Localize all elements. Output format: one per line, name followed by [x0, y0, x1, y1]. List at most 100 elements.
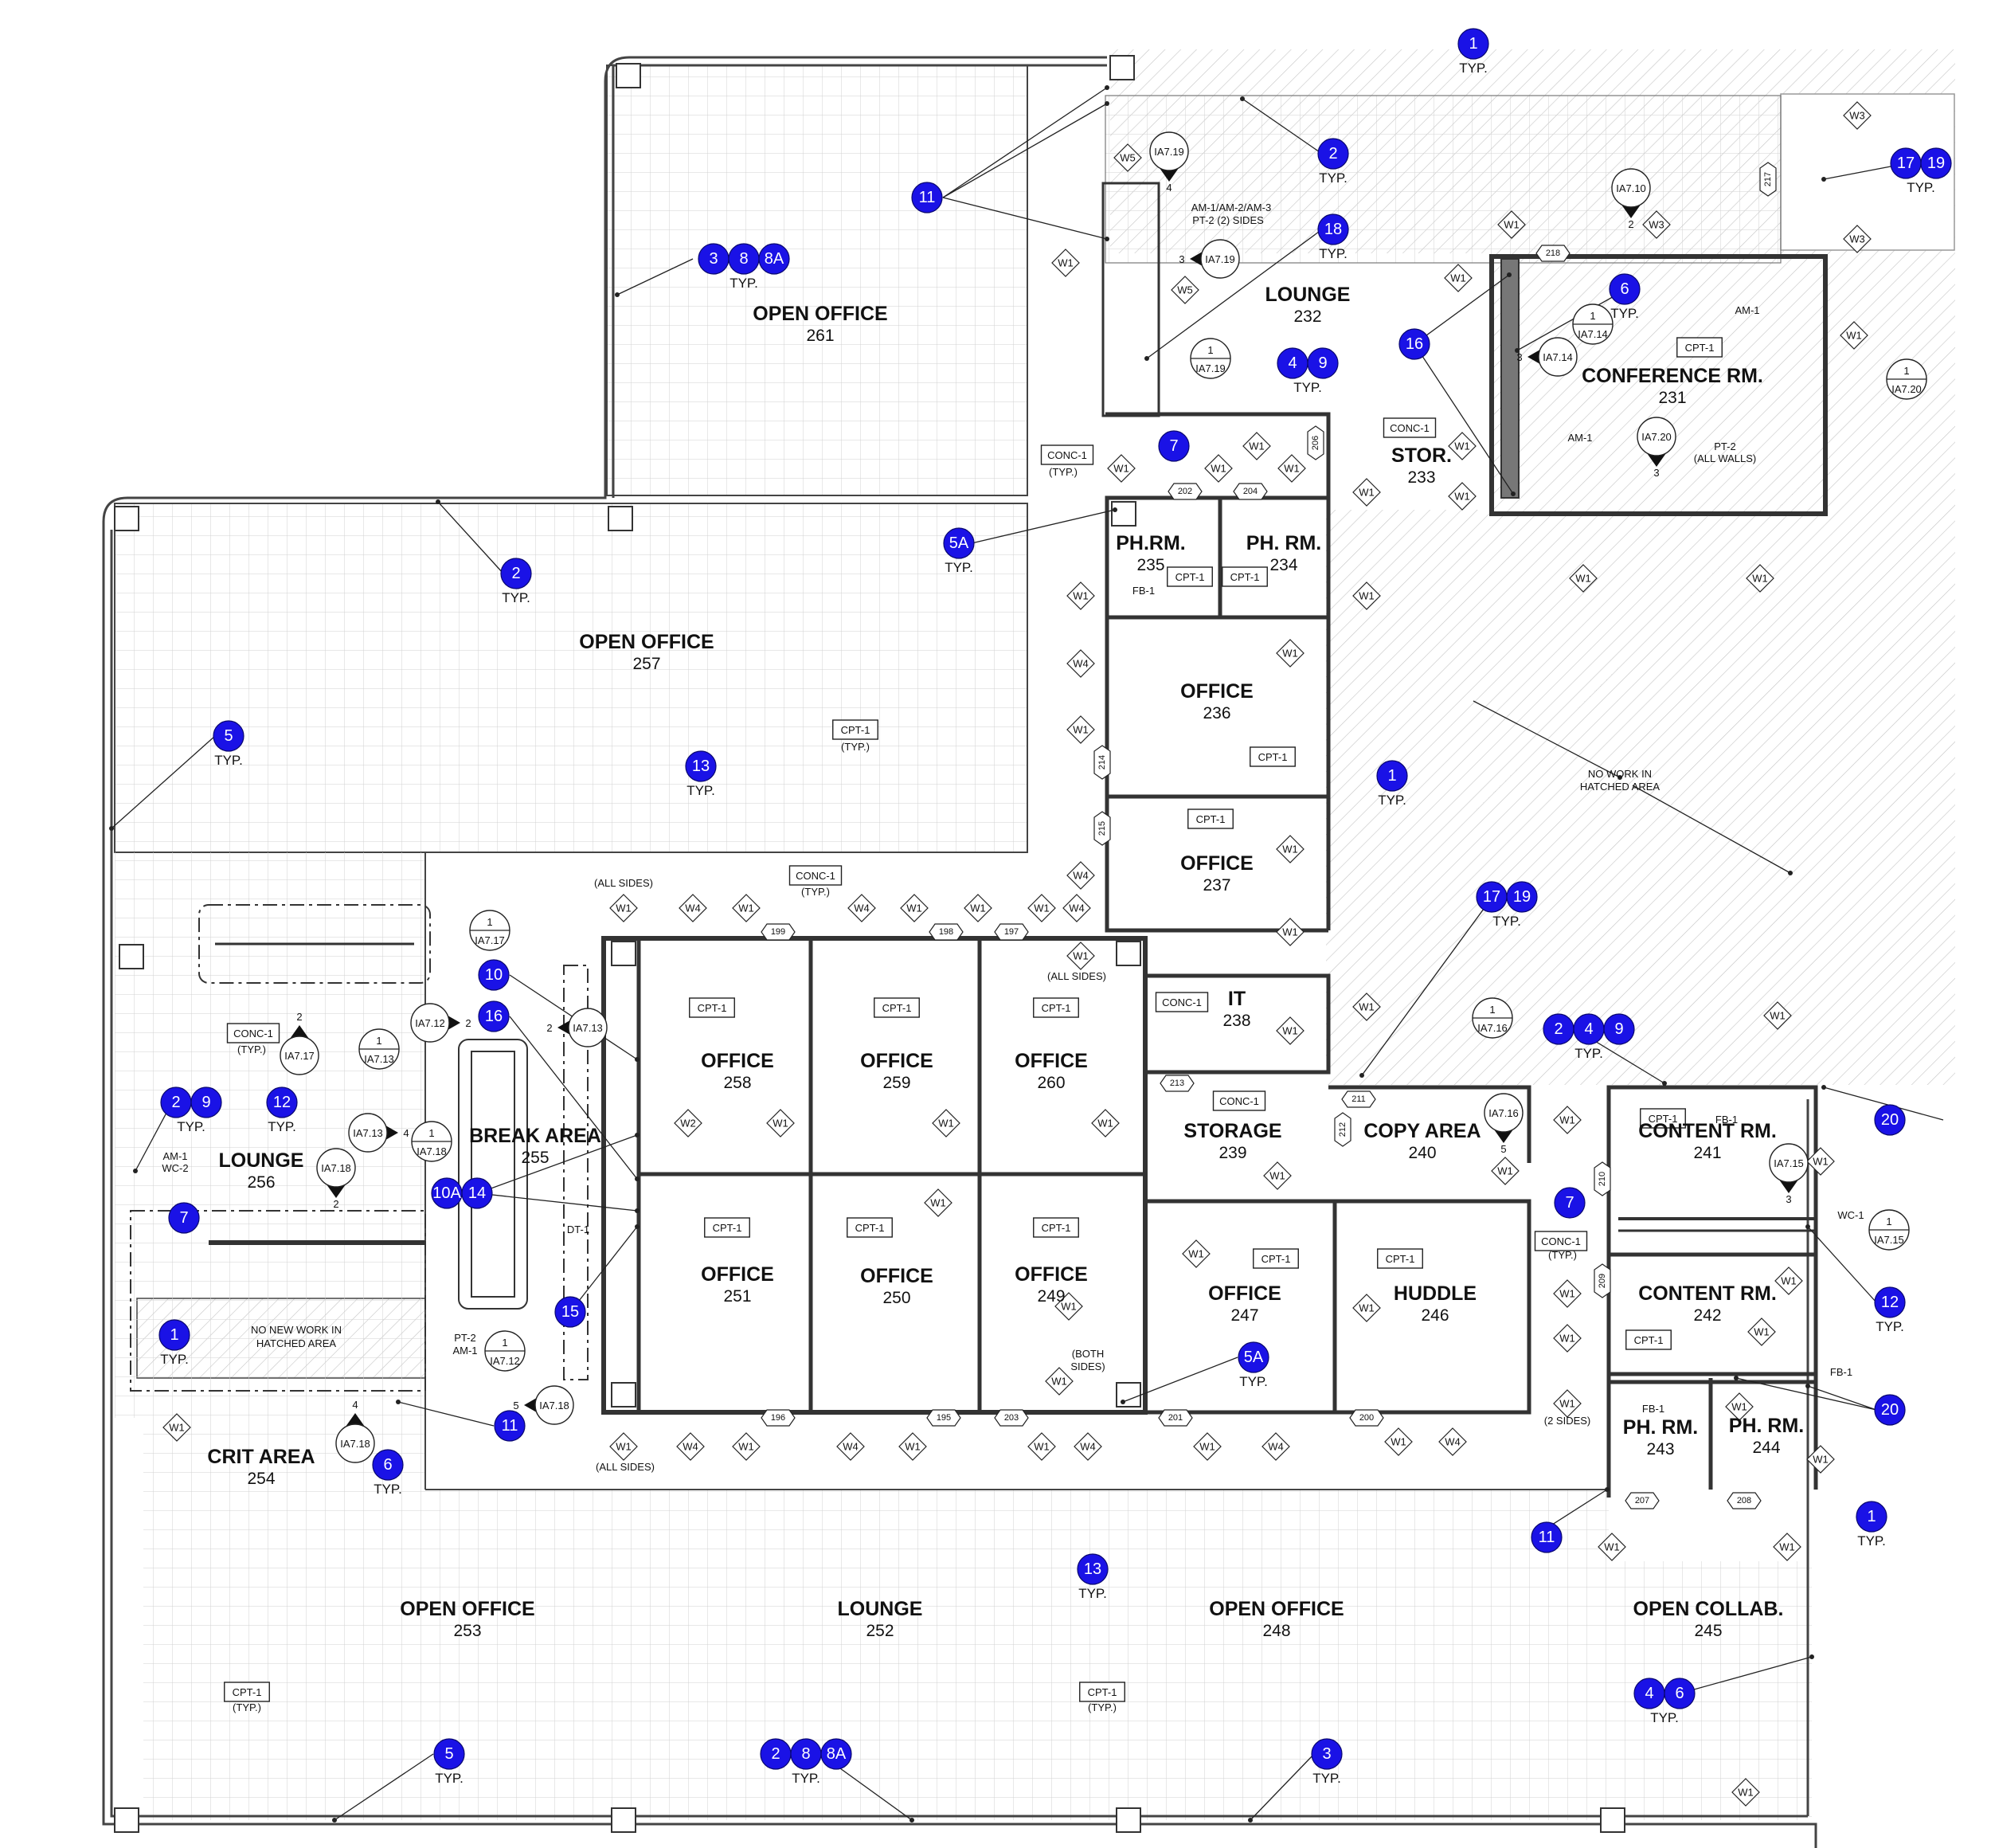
wall-tag-label: W1 [1269, 1170, 1285, 1182]
wall-type-tag: W1 [964, 894, 992, 922]
finish-tag-label: CPT-1 [1042, 1222, 1071, 1234]
door-tag: 208 [1727, 1492, 1762, 1509]
wall-type-tag: W1 [1598, 1533, 1626, 1561]
keynote-typ-label: TYP. [1492, 914, 1521, 929]
finish-tag-label: CPT-1 [698, 1002, 727, 1014]
keynote-number: 6 [1675, 1685, 1684, 1702]
leader-dot [635, 1133, 640, 1137]
leader-dot [436, 499, 440, 504]
door-tag-hex [926, 1409, 961, 1427]
keynote-typ-label: TYP. [1574, 1046, 1603, 1061]
wall-tag-label: W1 [1450, 272, 1466, 284]
wall-tag-label: W4 [1073, 870, 1089, 882]
wall-tag-diamond [1384, 1427, 1413, 1456]
plan-note: HATCHED AREA [256, 1337, 336, 1349]
wall-tag-label: W1 [1359, 1302, 1375, 1314]
wall-tag-label: W1 [1188, 1248, 1204, 1260]
room-label: PH. RM.243 [1623, 1416, 1698, 1458]
door-tag-number: 210 [1598, 1172, 1607, 1186]
wall-tag-label: W1 [773, 1118, 788, 1130]
wall-type-tag: W4 [1062, 894, 1091, 922]
keynote-number: 2 [1328, 145, 1337, 162]
finish-tag: CPT-1 [1640, 1108, 1686, 1129]
door-tag: 196 [761, 1409, 796, 1427]
room-number: 247 [1230, 1306, 1258, 1325]
wall-tag-label: W1 [1454, 491, 1470, 503]
room-name: STORAGE [1183, 1120, 1281, 1142]
door-tag-number: 207 [1635, 1496, 1649, 1505]
leader-line [1735, 1377, 1877, 1411]
room-label: PH. RM.244 [1729, 1415, 1804, 1457]
wall-type-tag: W1 [1763, 1001, 1792, 1030]
finish-tag-box [1377, 1248, 1423, 1269]
plan-note: PT-2 (2) SIDES [1192, 214, 1264, 226]
keynote-number: 1 [1867, 1508, 1876, 1525]
wall-tag-diamond [1204, 454, 1233, 483]
leader-line [1361, 896, 1493, 1076]
room-name: OFFICE [1208, 1282, 1281, 1305]
plan-note: FB-1 [1642, 1403, 1664, 1415]
wall-type-tag: W1 [1491, 1157, 1520, 1185]
section-detail: 4 [1166, 182, 1172, 194]
door-tag-number: 214 [1097, 755, 1107, 769]
room-name: OFFICE [860, 1265, 933, 1287]
wall-tag-diamond [1448, 482, 1477, 511]
door-tag-hex [994, 1409, 1029, 1427]
wall-type-tag: W1 [1066, 942, 1095, 970]
wall-tag-label: W4 [854, 902, 870, 914]
plan-note: AM-1 [1735, 304, 1759, 316]
finish-tag-label: CPT-1 [233, 1686, 262, 1698]
wall-tag-diamond [1352, 478, 1381, 507]
wall-tag-label: W1 [1752, 573, 1768, 585]
wall-tag-diamond [1066, 861, 1095, 890]
wall-tag-diamond [1054, 1292, 1083, 1321]
wall-tag-label: W1 [738, 902, 754, 914]
wall-type-tag: W1 [1066, 715, 1095, 744]
keynote-number: 8A [765, 250, 784, 268]
section-circle [316, 1148, 356, 1188]
wall-tag-label: W1 [1359, 590, 1375, 602]
wall-tag-label: W1 [1738, 1787, 1754, 1799]
room-name: OFFICE [1015, 1050, 1088, 1072]
leader-dot [1359, 1073, 1364, 1078]
wall-type-tag: W1 [1448, 482, 1477, 511]
plan-note: PT-2 [454, 1332, 475, 1344]
section-circle [280, 1036, 319, 1075]
room-number: 250 [882, 1289, 910, 1307]
room-name: CONTENT RM. [1638, 1282, 1777, 1305]
finish-tag: CPT-1 [847, 1217, 893, 1238]
keynote-typ-label: TYP. [435, 1771, 464, 1786]
leader-dot [635, 1224, 640, 1229]
leader-line [1414, 343, 1514, 495]
keynote-bubble [1531, 1521, 1563, 1553]
keynote-group: 16 [478, 1000, 510, 1032]
finish-tag: CPT-1 [1625, 1329, 1672, 1350]
finish-tag: CPT-1 [874, 997, 920, 1018]
door-tag: 214 [1093, 745, 1111, 780]
keynote-number: 1 [1387, 767, 1396, 785]
keynote-bubble [1457, 28, 1489, 60]
wall-tag-label: W1 [1282, 926, 1298, 938]
section-marker: IA7.203 [1637, 417, 1676, 479]
door-tag: 215 [1093, 811, 1111, 846]
finish-tag-box [1222, 566, 1268, 587]
wall-tag-label: W1 [1282, 844, 1298, 855]
finish-tag-label: CPT-1 [1261, 1253, 1291, 1265]
keynote-bubble [1376, 760, 1408, 792]
keynote-number: 3 [709, 250, 718, 268]
door-tag-hex [1535, 245, 1571, 262]
door-tag-number: 200 [1359, 1413, 1374, 1423]
wall-tag-diamond [1444, 264, 1473, 292]
wall-type-tag: W1 [1242, 432, 1271, 460]
